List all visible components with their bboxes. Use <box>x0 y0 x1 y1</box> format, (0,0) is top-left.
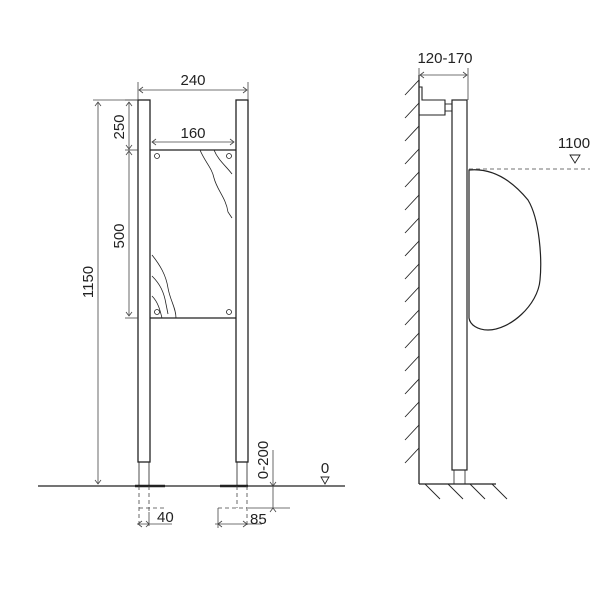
dim-foot-offset: 85 <box>250 511 267 528</box>
mount-hole <box>154 309 160 315</box>
dim-total-height: 1150 <box>80 266 97 298</box>
front-view: 240 160 250 500 1150 0-200 0 40 <box>38 72 345 528</box>
wall-hatch <box>404 79 420 464</box>
left-post <box>137 99 151 463</box>
mount-hole <box>154 153 160 159</box>
right-leg <box>236 461 248 487</box>
floor-hatch <box>424 483 508 500</box>
dim-depth: 120-170 <box>417 50 472 67</box>
reflection-mark <box>199 149 233 219</box>
right-post <box>235 99 249 463</box>
level-marker-icon <box>569 154 581 164</box>
wall-bracket <box>419 86 446 116</box>
mount-hole <box>226 153 232 159</box>
dim-panel-height: 500 <box>111 223 128 248</box>
dim-top-offset: 250 <box>111 114 128 139</box>
dim-foot-width: 40 <box>157 509 174 526</box>
reflection-mark <box>151 275 169 315</box>
urinal-body <box>468 169 542 331</box>
dim-leg-adjust: 0-200 <box>255 441 272 479</box>
dim-fixture-height: 1100 <box>558 135 590 152</box>
side-view: 1100 120-170 <box>404 50 590 500</box>
dim-inner-width: 160 <box>180 125 205 142</box>
bracket-bolt <box>444 103 453 112</box>
dim-total-width: 240 <box>180 72 205 89</box>
dim-floor-level: 0 <box>321 460 329 477</box>
frame-leg-side <box>453 469 466 485</box>
mount-hole <box>226 309 232 315</box>
frame-post-side <box>451 99 468 471</box>
reflection-mark <box>151 254 177 319</box>
left-leg <box>138 461 150 487</box>
reflection-mark <box>151 295 163 319</box>
level-marker-icon <box>320 476 330 485</box>
reflection-mark <box>213 149 233 175</box>
